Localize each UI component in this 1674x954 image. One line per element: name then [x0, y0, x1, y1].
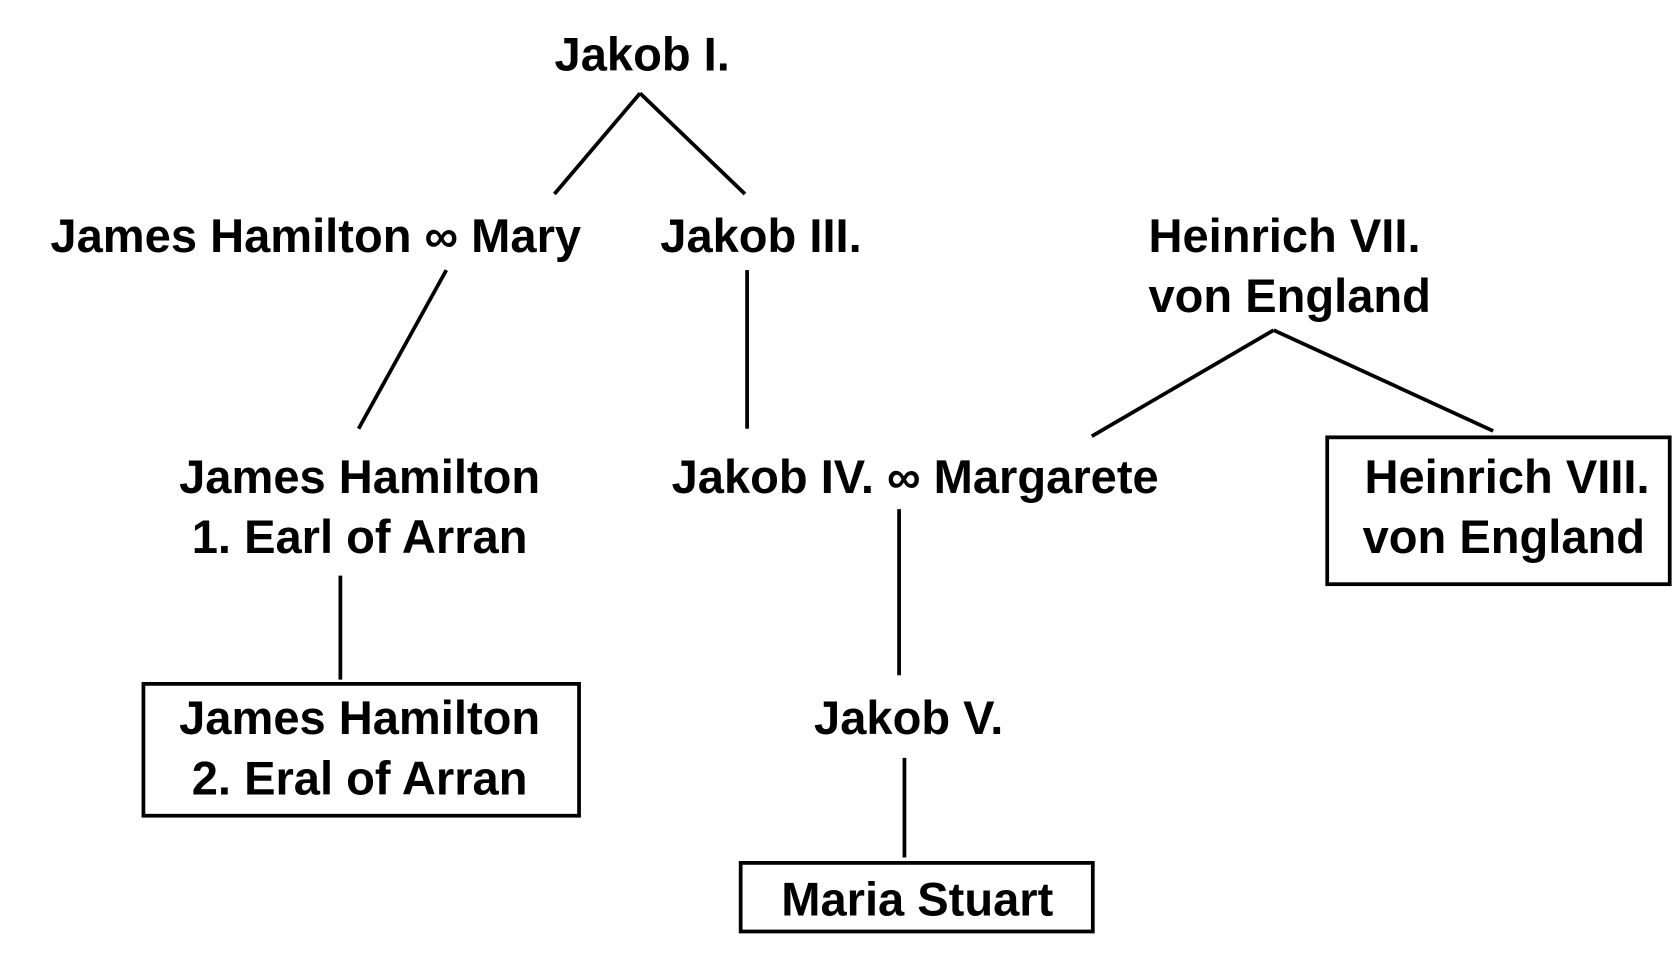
node-heinrich7-line1: Heinrich VII. — [1148, 209, 1420, 262]
node-hamilton1-line1: James Hamilton — [179, 450, 540, 503]
edge-mary-hamilton1 — [356, 269, 448, 430]
edge-jakob1-mary — [553, 92, 642, 196]
node-hamilton2-line2: 2. Eral of Arran — [192, 751, 528, 804]
edge-heinrich7-margarete — [1090, 328, 1275, 438]
node-jakob1: Jakob I. — [555, 28, 730, 81]
node-hamilton1-line2: 1. Earl of Arran — [192, 510, 528, 563]
node-jakob5: Jakob V. — [814, 691, 1003, 744]
node-hamilton2-line1: James Hamilton — [179, 691, 540, 744]
edge-jakob1-jakob3 — [638, 91, 747, 196]
box-maria — [738, 861, 1095, 934]
node-heinrich8-line2: von England — [1363, 510, 1645, 563]
node-maria-stuart: Maria Stuart — [781, 872, 1053, 925]
node-hamilton-mary: James Hamilton ∞ Mary — [50, 209, 581, 262]
node-jakob3: Jakob III. — [660, 209, 861, 262]
edge-heinrich7-heinrich8 — [1272, 328, 1494, 433]
box-heinrich8 — [1325, 435, 1672, 587]
node-heinrich8-line1: Heinrich VIII. — [1364, 450, 1649, 503]
box-hamilton2 — [141, 682, 581, 818]
node-heinrich7-line2: von England — [1148, 269, 1430, 322]
node-jakob4-margarete: Jakob IV. ∞ Margarete — [672, 450, 1159, 503]
